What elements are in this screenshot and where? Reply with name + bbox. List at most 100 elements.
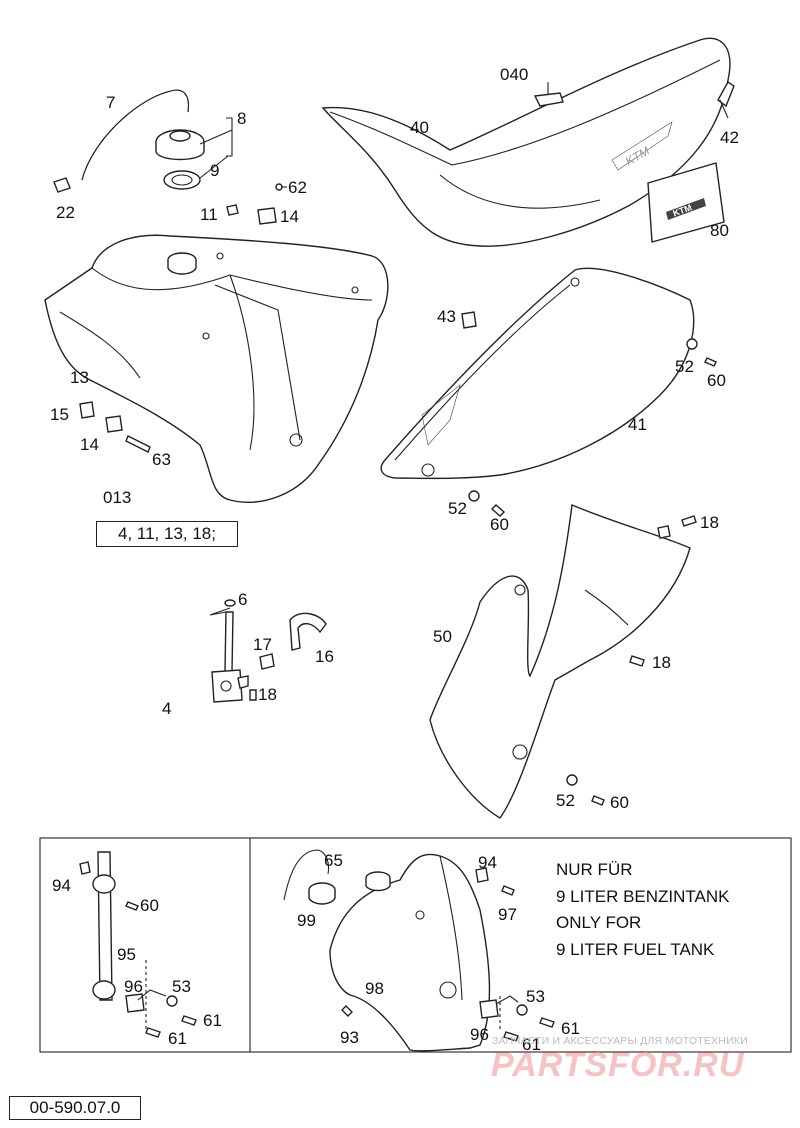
washer-part-52-b[interactable] bbox=[468, 490, 480, 502]
o-ring-part-6[interactable] bbox=[224, 599, 236, 607]
nut-part-43[interactable] bbox=[461, 311, 477, 329]
nut-part-94-b[interactable] bbox=[475, 867, 489, 883]
callout-16: 16 bbox=[315, 647, 334, 666]
screw-part-60-a[interactable] bbox=[704, 357, 717, 367]
callout-52-c: 52 bbox=[556, 791, 575, 810]
callout-60-inset: 60 bbox=[140, 896, 159, 915]
screw-part-60-c[interactable] bbox=[591, 795, 605, 806]
screw-part-61-a[interactable] bbox=[181, 1015, 197, 1026]
washer-part-53-a[interactable] bbox=[166, 995, 178, 1007]
seat-strap-part-040[interactable] bbox=[533, 92, 564, 107]
callout-93: 93 bbox=[340, 1028, 359, 1047]
screw-part-97[interactable] bbox=[501, 885, 515, 896]
callout-96-left: 96 bbox=[124, 977, 143, 996]
callout-60-b: 60 bbox=[490, 515, 509, 534]
watermark-tagline: ЗАПЧАСТИ И АКСЕССУАРЫ ДЛЯ МОТОТЕХНИКИ bbox=[492, 1035, 748, 1047]
callout-53-right: 53 bbox=[526, 987, 545, 1006]
callout-62: 62 bbox=[288, 178, 307, 197]
fuel-tank-note: NUR FÜR 9 LITER BENZINTANK ONLY FOR 9 LI… bbox=[556, 857, 730, 963]
callout-14-top: 14 bbox=[280, 207, 299, 226]
screw-part-62[interactable] bbox=[275, 183, 287, 191]
nut-part-94-a[interactable] bbox=[79, 861, 91, 875]
fuel-cap-gasket-part-9[interactable] bbox=[163, 170, 201, 190]
callout-40: 40 bbox=[410, 118, 429, 137]
callout-8: 8 bbox=[237, 109, 246, 128]
screw-part-93[interactable] bbox=[341, 1005, 353, 1017]
callout-95: 95 bbox=[117, 945, 136, 964]
callout-60-c: 60 bbox=[610, 793, 629, 812]
callout-97: 97 bbox=[498, 905, 517, 924]
note-line-3: ONLY FOR bbox=[556, 913, 642, 932]
document-number: 00-590.07.0 bbox=[9, 1096, 141, 1120]
callout-52-a: 52 bbox=[675, 357, 694, 376]
callout-14-bottom: 14 bbox=[80, 435, 99, 454]
bolt-part-11[interactable] bbox=[226, 204, 239, 216]
fuel-hose-part-16[interactable] bbox=[289, 612, 327, 651]
washer-part-53-b[interactable] bbox=[516, 1004, 528, 1016]
hose-nipple-part-22[interactable] bbox=[53, 177, 71, 193]
bushing-part-14-bottom[interactable] bbox=[105, 415, 123, 433]
screw-part-61-d[interactable] bbox=[503, 1031, 519, 1042]
fuel-cap-part-99[interactable] bbox=[308, 882, 336, 905]
screw-part-18-a[interactable] bbox=[681, 515, 697, 527]
screw-part-61-c[interactable] bbox=[539, 1017, 555, 1028]
seat-part-40[interactable] bbox=[321, 37, 731, 247]
callout-17: 17 bbox=[253, 635, 272, 654]
screw-part-60-d[interactable] bbox=[125, 901, 139, 911]
callout-41: 41 bbox=[628, 415, 647, 434]
callout-9: 9 bbox=[210, 161, 219, 180]
clip-nut-part-96-b[interactable] bbox=[479, 999, 499, 1019]
callout-61-left-b: 61 bbox=[168, 1029, 187, 1048]
hose-clamp-part-17[interactable] bbox=[259, 653, 275, 670]
callout-94-right: 94 bbox=[478, 853, 497, 872]
fuel-tap-part-4[interactable] bbox=[211, 611, 249, 703]
bushing-part-14-top[interactable] bbox=[257, 207, 277, 225]
fuel-cap-part-8[interactable] bbox=[155, 129, 205, 161]
callout-42: 42 bbox=[720, 128, 739, 147]
screw-part-18-b[interactable] bbox=[629, 655, 645, 667]
leader-lines bbox=[137, 82, 729, 1030]
sticker-part-80[interactable] bbox=[647, 162, 725, 243]
callout-63: 63 bbox=[152, 450, 171, 469]
callout-80: 80 bbox=[710, 221, 729, 240]
screw-part-15[interactable] bbox=[79, 401, 95, 419]
callout-94-left: 94 bbox=[52, 876, 71, 895]
breather-hose-part-7[interactable] bbox=[81, 89, 190, 181]
tank-bracket-part-95[interactable] bbox=[92, 851, 116, 1001]
screw-part-61-b[interactable] bbox=[145, 1027, 161, 1038]
breather-hose-part-65[interactable] bbox=[283, 849, 330, 901]
note-line-4: 9 LITER FUEL TANK bbox=[556, 939, 715, 959]
screw-part-18-c[interactable] bbox=[249, 689, 257, 701]
callout-50: 50 bbox=[433, 627, 452, 646]
callout-22: 22 bbox=[56, 203, 75, 222]
callout-040: 040 bbox=[500, 65, 528, 84]
fuel-tank-part-13[interactable] bbox=[44, 234, 389, 503]
side-panel-part-41[interactable] bbox=[380, 267, 695, 480]
callout-53-left: 53 bbox=[172, 977, 191, 996]
callout-11-top: 11 bbox=[200, 205, 218, 224]
callout-61-right-a: 61 bbox=[561, 1019, 580, 1038]
callout-labels: 7 8 9 22 040 40 42 80 62 11 14 43 13 52 … bbox=[50, 65, 739, 1054]
callout-65: 65 bbox=[324, 851, 343, 870]
fuel-tank-9l-part-98[interactable] bbox=[329, 853, 491, 1052]
callout-18-b: 18 bbox=[652, 653, 671, 672]
callout-18-c: 18 bbox=[258, 685, 277, 704]
screw-part-60-b[interactable] bbox=[490, 504, 506, 517]
callout-61-right-b: 61 bbox=[522, 1035, 541, 1054]
side-cover-part-50[interactable] bbox=[429, 504, 691, 819]
callout-99: 99 bbox=[297, 911, 316, 930]
bolt-part-63[interactable] bbox=[125, 435, 151, 453]
callout-6: 6 bbox=[238, 590, 247, 609]
note-line-2: 9 LITER BENZINTANK bbox=[556, 886, 730, 906]
seat-bracket-part-42[interactable] bbox=[717, 80, 735, 108]
callout-61-left-a: 61 bbox=[203, 1011, 222, 1030]
callout-013: 013 bbox=[103, 488, 131, 507]
kit-contents-box: 4, 11, 13, 18; bbox=[96, 521, 238, 547]
callout-52-b: 52 bbox=[448, 499, 467, 518]
washer-part-52-c[interactable] bbox=[566, 774, 578, 786]
inset-frame bbox=[39, 837, 792, 1053]
washer-part-52-a[interactable] bbox=[686, 338, 698, 350]
callout-43: 43 bbox=[437, 307, 456, 326]
callout-13: 13 bbox=[70, 368, 89, 387]
